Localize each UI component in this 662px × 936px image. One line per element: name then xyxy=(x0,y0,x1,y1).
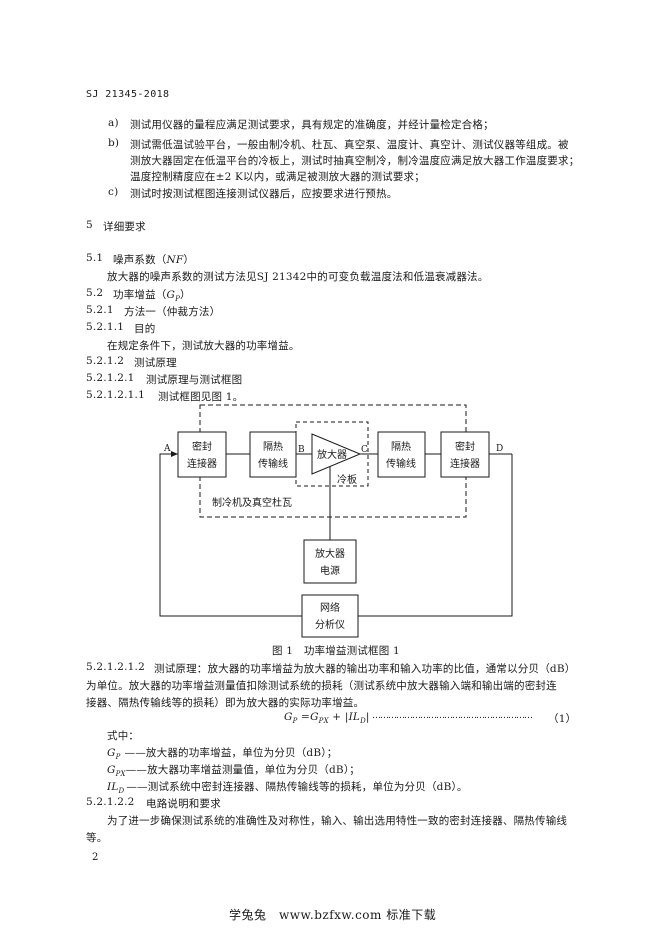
def-gpx-text: ——放大器功率增益测量值，单位为分贝（dB）； xyxy=(125,764,360,776)
section-5-2-number: 5.2 xyxy=(86,287,104,299)
section-5-title: 详细要求 xyxy=(103,221,146,233)
section-5-2-1-2-1-2-line-3: 接器、隔热传输线等的损耗）即为放大器的实际功率增益。 xyxy=(86,697,365,709)
thermal-line-left-label-1: 隔热 xyxy=(263,440,283,453)
formula-close: | xyxy=(365,711,370,723)
section-5-2-1-1-number: 5.2.1.1 xyxy=(86,321,125,333)
def-gpx-symbol: G xyxy=(107,764,116,776)
sealed-connector-d-label-1: 密封 xyxy=(455,440,475,453)
wire-d-to-analyzer xyxy=(358,454,513,617)
section-5-2-1-2-2-title: 电路说明和要求 xyxy=(146,798,221,810)
section-5-1-number: 5.1 xyxy=(86,252,104,264)
list-label-a: a) xyxy=(108,117,119,129)
thermal-line-right-label-1: 隔热 xyxy=(391,440,411,453)
def-gp-symbol: G xyxy=(107,747,116,759)
section-5-1-close: ） xyxy=(183,254,195,266)
def-gpx-sub: PX xyxy=(115,770,126,779)
section-5-1-title: 噪声系数（ xyxy=(113,254,167,266)
list-item-a-line-1: 测试用仪器的量程应满足测试要求，具有规定的准确度，并经计量检定合格； xyxy=(130,119,494,131)
list-item-b-line-2: 测放大器固定在低温平台的冷板上，测试时抽真空制冷，制冷温度应满足放大器工作温度要… xyxy=(130,155,580,167)
formula-rhs1-sub: PX xyxy=(318,717,329,726)
formula-eq: = xyxy=(297,711,311,723)
formula-lhs: G xyxy=(284,711,293,723)
section-5-2-close: ） xyxy=(180,289,191,301)
formula-number: （1） xyxy=(548,713,577,725)
formula-dots: …………………………………………………… xyxy=(372,711,533,721)
network-analyzer-label-2: 分析仪 xyxy=(315,618,345,631)
def-gp-sub: P xyxy=(115,753,121,762)
list-label-b: b) xyxy=(108,137,120,149)
thermal-line-right-label-2: 传输线 xyxy=(386,457,416,470)
formula-rhs2-sub: D xyxy=(360,717,366,726)
section-5-2-1-2-1-1-body: 测试框图见图 1。 xyxy=(158,391,244,403)
def-gp-text: ——放大器的功率增益，单位为分贝（dB）； xyxy=(124,747,338,759)
thermal-line-right-box xyxy=(377,431,426,478)
list-item-b-line-1: 测试需低温试验平台，一般由制冷机、杜瓦、真空泵、温度计、真空计、测试仪器等组成。… xyxy=(130,139,569,151)
power-supply-box xyxy=(303,539,357,584)
where-label: 式中： xyxy=(107,730,140,742)
section-5-2-title: 功率增益（ xyxy=(113,289,167,301)
section-5-2-1-1-body: 在规定条件下，测试放大器的功率增益。 xyxy=(107,340,300,352)
network-analyzer-label-1: 网络 xyxy=(320,601,340,614)
section-5-2-1-2-1-2-line-2: 为单位。放大器的功率增益测量值扣除测试系统的损耗（测试系统中放大器输入端和输出端… xyxy=(86,680,557,692)
section-5-2-1-number: 5.2.1 xyxy=(86,304,114,316)
list-label-c: c) xyxy=(108,186,119,198)
list-item-b-line-3: 温度控制精度应在±2 K以内，或满足被测放大器的测试要求； xyxy=(130,171,425,183)
gp-subscript: P xyxy=(175,295,181,304)
gp-symbol: G xyxy=(166,289,176,301)
section-5-2-1-2-1-1-number: 5.2.1.2.1.1 xyxy=(86,389,145,401)
formula-plus: + | xyxy=(328,711,349,723)
document-id: SJ 21345-2018 xyxy=(86,89,170,100)
nf-symbol: NF xyxy=(166,254,184,266)
sealed-connector-d-box xyxy=(440,431,490,478)
section-5-2-heading: 功率增益（GP） xyxy=(113,287,191,303)
sealed-connector-a-box xyxy=(177,431,227,478)
formula-rhs2: IL xyxy=(348,711,361,723)
section-5-2-1-2-number: 5.2.1.2 xyxy=(86,355,125,367)
section-5-2-1-2-1-title: 测试原理与测试框图 xyxy=(146,374,243,386)
figure-caption: 图 1 功率增益测试框图 1 xyxy=(272,645,400,657)
def-ild: ILD——测试系统中密封连接器、隔热传输线等的损耗，单位为分贝（dB）。 xyxy=(107,779,468,795)
def-ild-text: ——测试系统中密封连接器、隔热传输线等的损耗，单位为分贝（dB）。 xyxy=(126,781,468,793)
def-gp: GP——放大器的功率增益，单位为分贝（dB）； xyxy=(107,745,337,761)
list-item-c-line-1: 测试时按测试框图连接测试仪器后，应按要求进行预热。 xyxy=(130,188,398,200)
cryostat-label: 制冷机及真空杜瓦 xyxy=(212,496,292,509)
formula-rhs1: G xyxy=(310,711,319,723)
page-number: 2 xyxy=(92,852,99,863)
section-5-2-1-1-title: 目的 xyxy=(134,323,156,335)
sealed-connector-d-label-2: 连接器 xyxy=(450,457,480,470)
section-5-2-1-2-1-number: 5.2.1.2.1 xyxy=(86,372,135,384)
footer-watermark: 学兔兔 www.bzfxw.com 标准下载 xyxy=(229,908,437,922)
def-ild-symbol: IL xyxy=(107,781,119,793)
section-5-1-heading: 噪声系数（NF） xyxy=(113,252,194,267)
amplifier-label: 放大器 xyxy=(317,448,347,461)
thermal-line-left-box xyxy=(249,431,297,478)
port-a-label: A xyxy=(163,444,171,454)
section-5-2-1-2-2-line-1: 为了进一步确保测试系统的准确性及对称性，输入、输出选用特性一致的密封连接器、隔热… xyxy=(107,815,568,827)
port-b-label: B xyxy=(298,445,305,455)
sealed-connector-a-label-2: 连接器 xyxy=(187,457,217,470)
def-gpx: GPX——放大器功率增益测量值，单位为分贝（dB）； xyxy=(107,762,360,778)
section-5-2-1-title: 方法一（仲裁方法） xyxy=(124,306,221,318)
sealed-connector-a-label-1: 密封 xyxy=(192,440,212,453)
power-supply-label-1: 放大器 xyxy=(315,547,345,560)
thermal-line-left-label-2: 传输线 xyxy=(258,457,288,470)
section-5-2-1-2-2-number: 5.2.1.2.2 xyxy=(86,796,135,808)
port-d-label: D xyxy=(496,444,503,454)
wire-analyzer-to-a xyxy=(159,451,302,617)
section-5-2-1-2-title: 测试原理 xyxy=(134,357,177,369)
section-5-1-body: 放大器的噪声系数的测试方法见SJ 21342中的可变负载温度法和低温衰减器法。 xyxy=(107,271,489,283)
section-5-number: 5 xyxy=(86,219,93,231)
cold-plate-label: 冷板 xyxy=(337,473,357,486)
port-c-label: C xyxy=(361,445,368,455)
power-supply-label-2: 电源 xyxy=(320,564,340,577)
formula: GP =GPX + |ILD| xyxy=(284,711,370,725)
def-ild-sub: D xyxy=(118,787,125,796)
section-5-2-1-2-1-2-number: 5.2.1.2.1.2 xyxy=(86,661,145,673)
section-5-2-1-2-1-2-line-1: 测试原理：放大器的功率增益为放大器的输出功率和输入功率的比值，通常以分贝（dB） xyxy=(154,663,576,675)
formula-lhs-sub: P xyxy=(292,717,298,726)
section-5-2-1-2-2-line-2: 等。 xyxy=(86,832,108,844)
